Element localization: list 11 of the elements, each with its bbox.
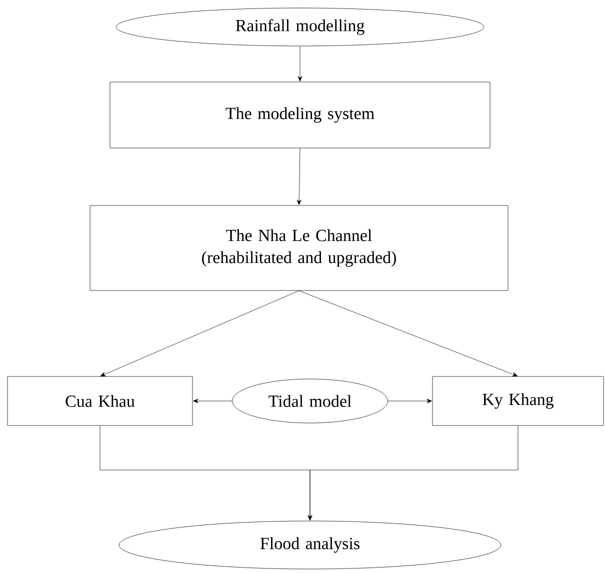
arrow xyxy=(193,398,232,404)
arrow xyxy=(100,290,300,376)
process-box: The Nha Le Channel (rehabilitated and upgraded) xyxy=(90,205,508,291)
arrow xyxy=(296,148,302,205)
process-box: Ky Khang xyxy=(432,376,604,426)
arrow xyxy=(298,290,518,376)
arrow xyxy=(308,426,518,520)
process-box: The modeling system xyxy=(110,82,490,148)
arrow xyxy=(388,398,432,404)
process-box: Cua Khau xyxy=(7,376,193,426)
arrow xyxy=(298,46,302,82)
